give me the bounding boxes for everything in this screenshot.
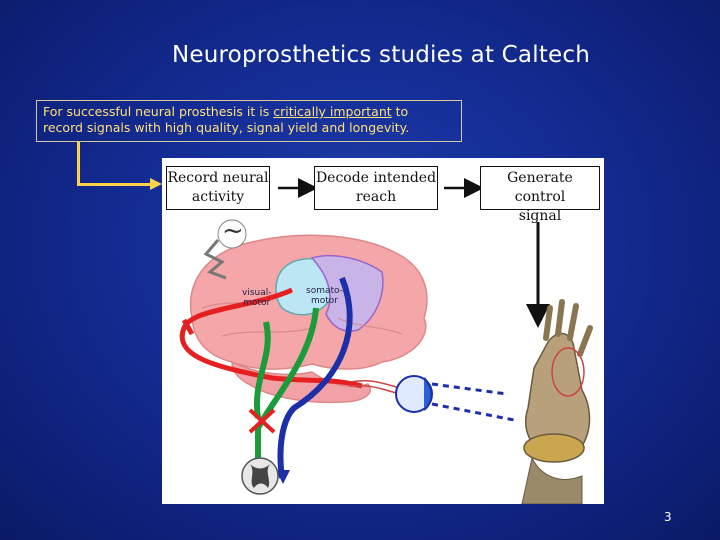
somato-motor-label: somato- motor [306, 286, 343, 306]
recording-circle [217, 219, 247, 249]
sensory-pathway-blue [277, 276, 353, 479]
gaze-line-2 [431, 402, 515, 422]
signal-tilde-icon: ~ [222, 216, 244, 246]
visual-pathway-red [179, 287, 363, 389]
gaze-line-1 [431, 382, 508, 396]
visual-motor-label: visual- motor [242, 288, 271, 308]
callout-line-2: record signals with high quality, signal… [43, 120, 410, 135]
stage-label-line2: reach [355, 189, 397, 205]
callout-line-1: For successful neural prosthesis it is c… [43, 104, 455, 120]
stage-label-line1: Generate control [507, 170, 573, 205]
brain-illustration [189, 234, 428, 404]
slide-title: Neuroprosthetics studies at Caltech [171, 42, 591, 68]
connector-arrow-horizontal [77, 183, 153, 186]
somato-motor-label-line1: somato- [306, 286, 343, 296]
eye-icon [395, 375, 433, 413]
neuroprosthetics-figure: Record neural activity Decode intended r… [162, 158, 604, 504]
somato-motor-label-line2: motor [310, 296, 338, 306]
stage-label-line2: signal [518, 208, 562, 224]
stage-label-line1: Decode intended [315, 170, 437, 186]
figure-artwork [179, 178, 593, 504]
stage-record-neural-activity: Record neural activity [166, 166, 270, 210]
motor-pathway-green [254, 321, 271, 419]
electrode-wire [203, 239, 227, 280]
stage-generate-control-signal: Generate control signal [480, 166, 600, 224]
callout-text-post: to [391, 104, 409, 119]
visual-motor-label-line1: visual- [242, 288, 272, 298]
robotic-hand-illustration [521, 299, 593, 504]
lesion-x-icon [248, 408, 276, 434]
connector-arrow-head [150, 178, 162, 190]
callout-emphasis: critically important [273, 104, 392, 119]
callout-box: For successful neural prosthesis it is c… [36, 100, 462, 142]
connector-arrow-vertical [77, 142, 80, 186]
visual-motor-label-line2: motor [243, 298, 271, 308]
page-number: 3 [664, 510, 672, 524]
stage-label-line1: Record neural [167, 170, 269, 186]
stage-label-line2: activity [191, 189, 245, 205]
stage-decode-intended-reach: Decode intended reach [314, 166, 438, 210]
callout-text-pre: For successful neural prosthesis it is [43, 104, 274, 119]
spinal-cord-section-icon [241, 457, 279, 495]
